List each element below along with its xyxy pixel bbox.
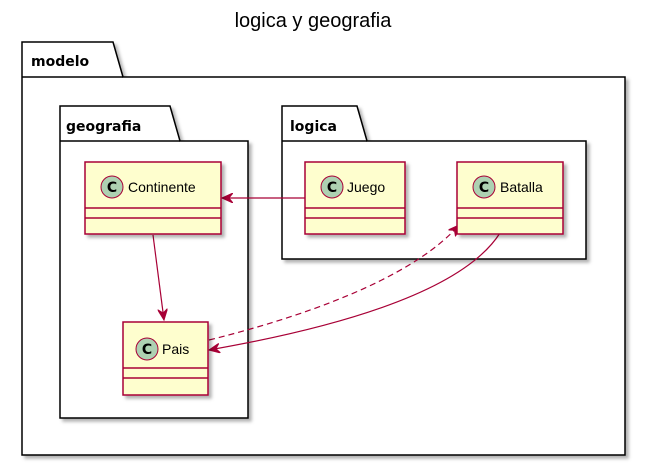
class-juego-stereotype: C bbox=[327, 180, 337, 196]
class-batalla[interactable]: C Batalla bbox=[456, 161, 564, 235]
relation-pais-batalla bbox=[208, 225, 459, 341]
class-stereotype-icon bbox=[100, 175, 124, 199]
class-pais[interactable]: C Pais bbox=[122, 321, 209, 396]
class-batalla-stereotype: C bbox=[479, 180, 489, 196]
package-modelo-label: modelo bbox=[31, 54, 90, 70]
relation-batalla-pais bbox=[209, 232, 501, 350]
class-pais-stereotype: C bbox=[142, 342, 152, 358]
class-continente-stereotype: C bbox=[107, 180, 117, 196]
class-continente[interactable]: C Continente bbox=[84, 161, 222, 235]
class-juego[interactable]: C Juego bbox=[304, 161, 406, 235]
package-logica-label: logica bbox=[290, 119, 337, 135]
class-stereotype-icon bbox=[320, 175, 344, 199]
class-batalla-name: Batalla bbox=[500, 179, 543, 195]
class-juego-name: Juego bbox=[347, 179, 385, 195]
relations bbox=[152, 198, 501, 350]
package-geografia-label: geografia bbox=[66, 119, 141, 135]
relation-continente-pais bbox=[152, 234, 164, 320]
class-pais-name: Pais bbox=[162, 341, 189, 357]
class-continente-name: Continente bbox=[128, 179, 196, 195]
class-stereotype-icon bbox=[472, 175, 496, 199]
class-stereotype-icon bbox=[135, 337, 159, 361]
diagram-title: logica y geografia bbox=[235, 10, 393, 32]
